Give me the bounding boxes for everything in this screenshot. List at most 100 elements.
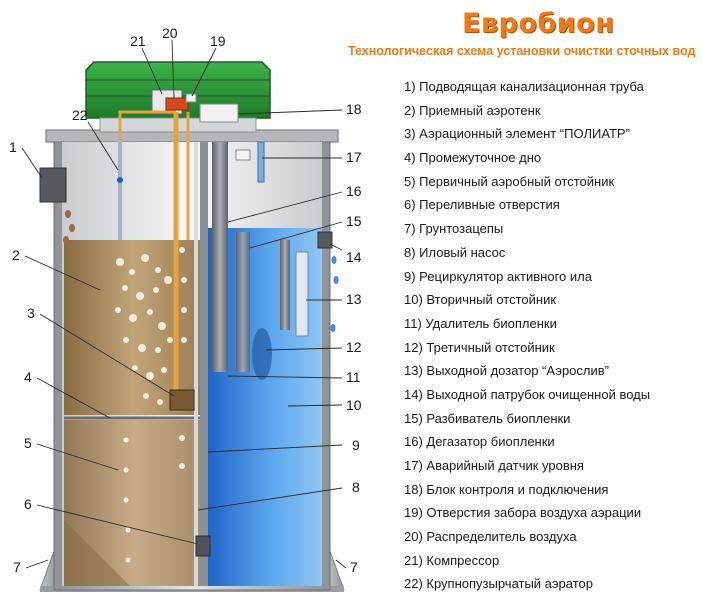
biofilm-breaker xyxy=(236,232,250,372)
callout-1: 1 xyxy=(9,139,17,155)
air-bubbles xyxy=(115,247,187,469)
control-block xyxy=(199,103,239,123)
legend-item: 7) Грунтозацепы xyxy=(404,217,650,241)
legend-item: 8) Иловый насос xyxy=(404,241,650,265)
air-distributor xyxy=(165,97,189,111)
drip xyxy=(65,210,71,218)
legend-item: 13) Выходной дозатор “Аэрослив” xyxy=(404,359,650,383)
legend-item: 18) Блок контроля и подключения xyxy=(404,478,650,502)
callout-lines xyxy=(21,39,347,569)
legend-item: 21) Компрессор xyxy=(404,549,650,573)
drip xyxy=(69,224,75,232)
diagram-title: Технологическая схема установки очистки … xyxy=(348,44,696,58)
column-bubbles xyxy=(123,437,131,563)
callout-15: 15 xyxy=(346,213,362,229)
recirculator-pipe xyxy=(280,240,290,330)
degasser xyxy=(252,328,272,380)
legend-item: 10) Вторичный отстойник xyxy=(404,288,650,312)
drip xyxy=(63,236,69,244)
legend-item-text: 14) Выходной патрубок очищенной воды xyxy=(404,386,651,402)
callout-6: 6 xyxy=(24,496,32,512)
legend-list: 1) Подводящая канализационная труба 2) П… xyxy=(404,75,650,596)
cone-bottom xyxy=(64,520,130,586)
legend-item-text: 10) Вторичный отстойник xyxy=(404,292,557,308)
callout-2: 2 xyxy=(12,247,20,263)
outlet-pipe xyxy=(317,231,333,249)
legend-item-text: 17) Аварийный датчик уровня xyxy=(404,458,584,473)
legend-item-text: 12) Третичный отстойник xyxy=(404,339,555,355)
callout-8: 8 xyxy=(352,479,360,495)
legend-item: 9) Рециркулятор активного ила xyxy=(404,265,650,289)
legend-item-text: 16) Дегазатор биопленки xyxy=(404,434,555,450)
water-drop xyxy=(333,276,339,284)
brand-logo: Евробион xyxy=(462,8,615,39)
sludge-pump xyxy=(194,142,198,586)
legend-item-text: 19) Отверстия забора воздуха аэрации xyxy=(404,505,642,521)
legend-item: 20) Распределитель воздуха xyxy=(404,525,650,549)
inlet-pipe xyxy=(39,167,67,203)
legend-item: 3) Аэрационный элемент “ПОЛИАТР” xyxy=(404,122,650,146)
water-drop xyxy=(331,256,337,264)
legend-item: 6) Переливные отверстия xyxy=(404,193,650,217)
callout-21: 21 xyxy=(130,33,146,49)
callout-9: 9 xyxy=(352,437,360,453)
water-drop xyxy=(330,324,336,332)
legend-item-text: 15) Разбиватель биопленки xyxy=(404,410,571,426)
sensor-box xyxy=(235,149,251,161)
callout-17: 17 xyxy=(346,149,362,165)
partition-wall xyxy=(200,142,208,586)
biofilm-remover xyxy=(212,142,228,372)
legend-item: 12) Третичный отстойник xyxy=(404,336,650,360)
legend-item-text: 3) Аэрационный элемент “ПОЛИАТР” xyxy=(404,126,630,142)
air-line-branch xyxy=(118,110,176,140)
coarse-aerator xyxy=(118,140,122,240)
legend-item: 19) Отверстия забора воздуха аэрации xyxy=(404,501,650,525)
callout-11: 11 xyxy=(346,369,361,385)
legend-item-text: 20) Распределитель воздуха xyxy=(404,529,577,545)
legend-item: 16) Дегазатор биопленки xyxy=(404,430,650,454)
legend-item: 14) Выходной патрубок очищенной воды xyxy=(404,383,650,407)
callout-20: 20 xyxy=(162,25,178,41)
legend-item-text: 5) Первичный аэробный отстойник xyxy=(404,173,615,189)
air-intake xyxy=(185,93,197,103)
legend-item-text: 1) Подводящая канализационная труба xyxy=(404,79,644,94)
aeration-element xyxy=(169,389,195,411)
legend-item: 2) Приемный аэротенк xyxy=(404,99,650,123)
legend-item: 17) Аварийный датчик уровня xyxy=(404,454,650,478)
callout-5: 5 xyxy=(24,435,32,451)
legend-item: 22) Крупнопузырчатый аэратор xyxy=(404,572,650,596)
callout-12: 12 xyxy=(346,339,362,355)
legend-item-text: 4) Промежуточное дно xyxy=(404,150,542,166)
callout-7-right: 7 xyxy=(350,559,358,575)
callout-16: 16 xyxy=(346,183,362,199)
callout-labels: 1 2 3 4 5 6 7 7 8 9 10 11 12 13 14 15 16… xyxy=(9,25,362,575)
legend-item: 1) Подводящая канализационная труба xyxy=(404,75,650,99)
legend-item-text: 22) Крупнопузырчатый аэратор xyxy=(404,576,593,592)
legend-item-text: 2) Приемный аэротенк xyxy=(404,102,541,118)
legend-item: 11) Удалитель биопленки xyxy=(404,312,650,336)
callout-7-left: 7 xyxy=(13,559,21,575)
callout-22: 22 xyxy=(72,107,88,123)
callout-13: 13 xyxy=(346,291,362,307)
legend-item: 4) Промежуточное дно xyxy=(404,146,650,170)
level-sensor xyxy=(257,141,265,183)
callout-18: 18 xyxy=(346,101,362,117)
legend-item: 5) Первичный аэробный отстойник xyxy=(404,170,650,194)
legend-item-text: 13) Выходной дозатор “Аэрослив” xyxy=(404,363,609,379)
legend-item: 15) Разбиватель биопленки xyxy=(404,407,650,431)
legend-item-text: 9) Рециркулятор активного ила xyxy=(404,268,592,284)
legend-item-text: 18) Блок контроля и подключения xyxy=(404,481,609,497)
receiving-aerotank xyxy=(64,240,204,415)
legend-item-text: 7) Грунтозацепы xyxy=(404,221,504,237)
legend-item-text: 11) Удалитель биопленки xyxy=(404,315,557,331)
legend-item-text: 6) Переливные отверстия xyxy=(404,197,560,213)
callout-4: 4 xyxy=(24,369,32,385)
overflow-hole xyxy=(195,535,211,557)
callout-10: 10 xyxy=(346,397,362,413)
callout-3: 3 xyxy=(27,305,35,321)
callout-19: 19 xyxy=(210,33,226,49)
callout-14: 14 xyxy=(346,249,362,265)
legend-item-text: 8) Иловый насос xyxy=(404,244,506,260)
legend-item-text: 21) Компрессор xyxy=(404,552,500,568)
